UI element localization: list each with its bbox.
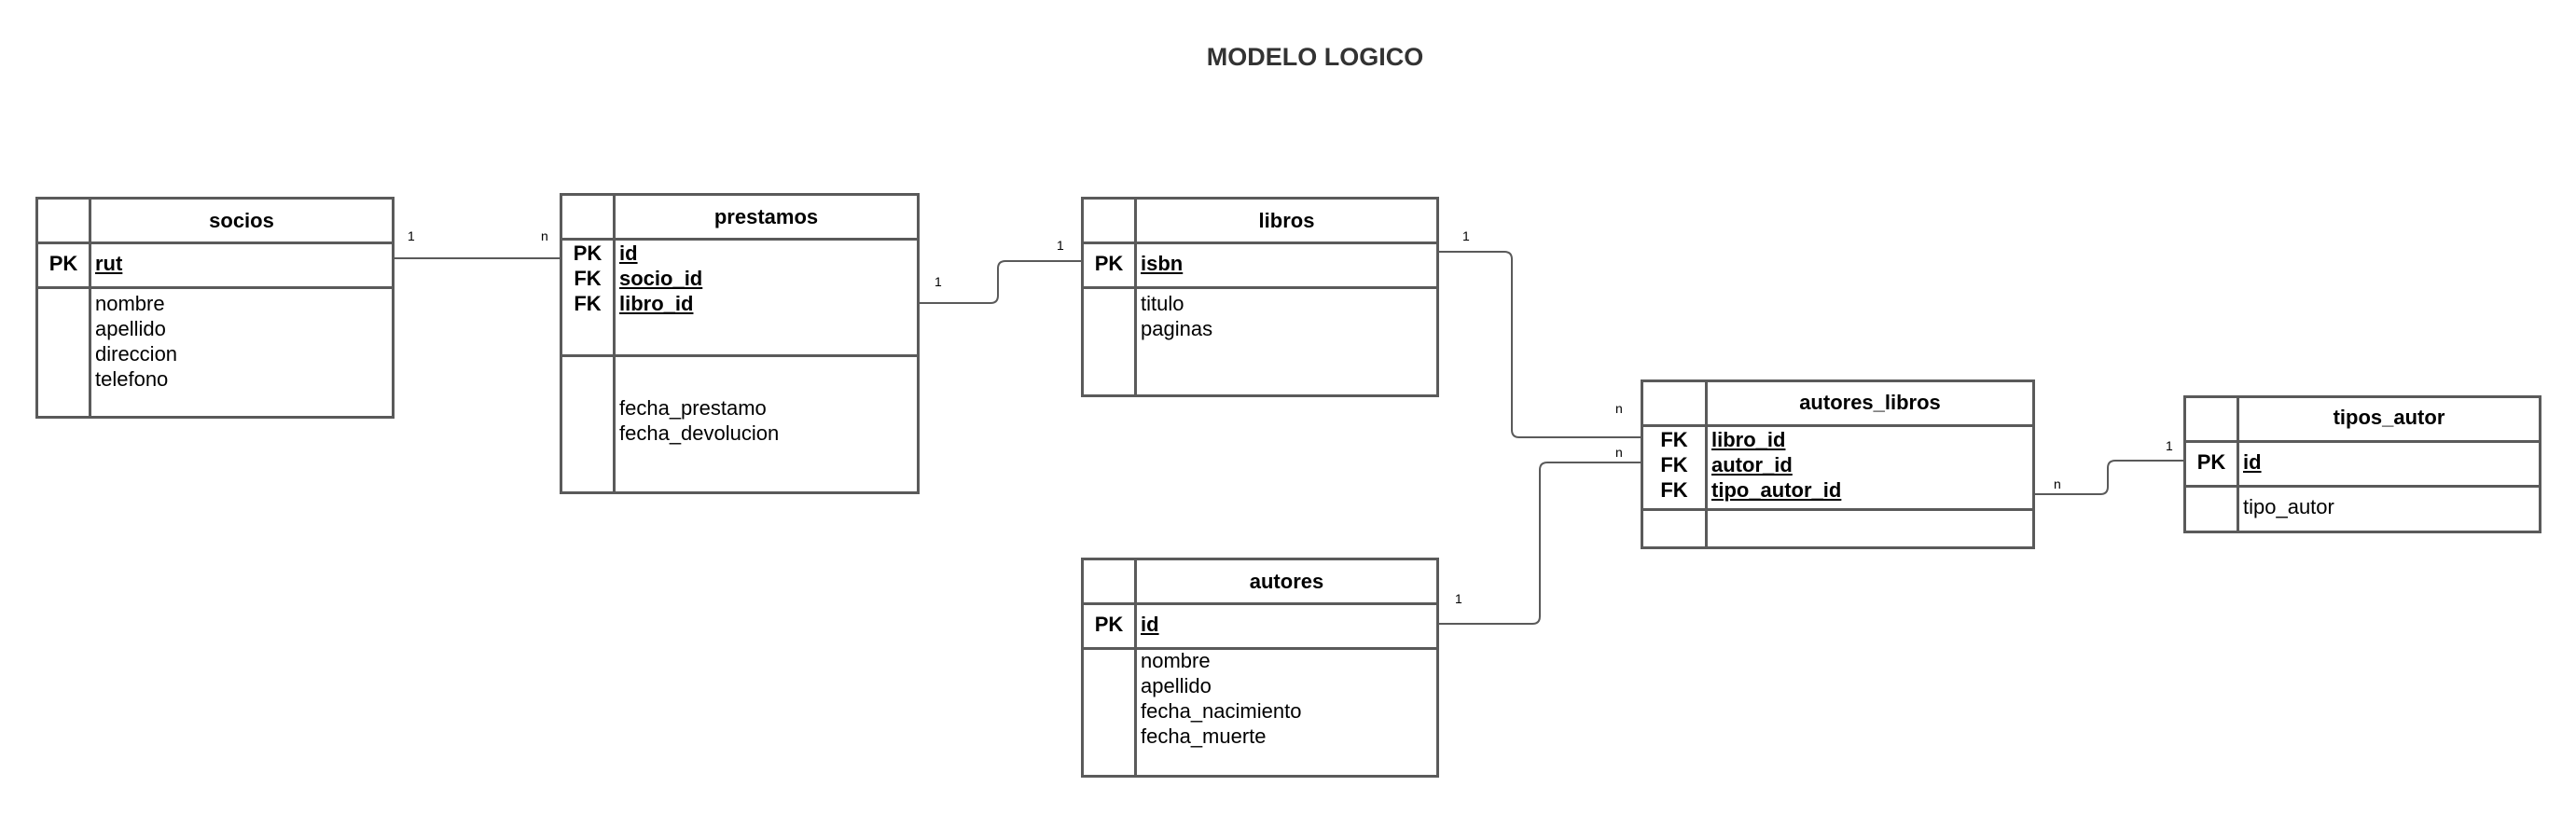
- key-field: id: [2243, 450, 2262, 474]
- attribute-list: nombre apellido fecha_nacimiento fecha_m…: [1141, 648, 1301, 749]
- cardinality-label: 1: [935, 274, 942, 289]
- key-types: PK: [1094, 252, 1124, 275]
- cardinality-label: n: [541, 228, 548, 243]
- entity-autores[interactable]: autores PK id nombre apellido fecha_naci…: [1081, 558, 1439, 778]
- attribute: paginas: [1141, 317, 1213, 340]
- cardinality-label: 1: [1462, 228, 1470, 243]
- entity-autores-libros[interactable]: autores_libros FK FK FK libro_id autor_i…: [1641, 379, 2035, 549]
- entity-name: prestamos: [713, 205, 819, 228]
- connector-autores-autores-libros: [1438, 462, 1641, 625]
- entity-libros[interactable]: libros PK isbn titulo paginas: [1081, 197, 1439, 397]
- diagram-title: MODELO LOGICO: [1206, 43, 1424, 71]
- connector-prestamos-libros: [919, 260, 1082, 304]
- key-fields: isbn: [1141, 251, 1183, 276]
- attribute-list: nombre apellido direccion telefono: [95, 291, 177, 392]
- connector-libros-autores-libros: [1438, 251, 1641, 438]
- cardinality-label: n: [2054, 476, 2061, 491]
- cardinality-label: n: [1615, 445, 1623, 460]
- attribute: tipo_autor: [2243, 495, 2334, 518]
- key-fields: libro_id autor_id tipo_autor_id: [1711, 427, 1841, 503]
- key-field: libro_id: [619, 292, 694, 315]
- key-field: isbn: [1141, 252, 1184, 275]
- attribute: fecha_devolucion: [619, 421, 780, 445]
- key-types: PK FK FK: [573, 241, 602, 315]
- key-types: FK FK FK: [1660, 428, 1688, 502]
- attribute-list: titulo paginas: [1141, 291, 1212, 341]
- attribute: nombre: [1141, 649, 1211, 672]
- connector-autores-libros-tipos-autor: [2034, 460, 2184, 495]
- key-field: id: [1141, 613, 1159, 636]
- key-field: tipo_autor_id: [1711, 478, 1842, 502]
- key-fields: id: [1141, 612, 1159, 637]
- entity-name: socios: [209, 209, 274, 232]
- cardinality-label: 1: [408, 228, 415, 243]
- cardinality-label: 1: [2166, 438, 2173, 453]
- key-field: socio_id: [619, 267, 703, 290]
- key-field: libro_id: [1711, 428, 1786, 451]
- cardinality-label: 1: [1455, 591, 1462, 606]
- attribute-list: fecha_prestamo fecha_devolucion: [619, 395, 779, 446]
- entity-tipos-autor[interactable]: tipos_autor PK id tipo_autor: [2183, 395, 2541, 533]
- key-fields: id socio_id libro_id: [619, 241, 702, 316]
- attribute: fecha_nacimiento: [1141, 699, 1302, 723]
- entity-name: tipos_autor: [2333, 406, 2445, 429]
- entity-socios[interactable]: socios PK rut nombre apellido direccion …: [35, 197, 395, 419]
- cardinality-label: n: [1615, 401, 1623, 416]
- entity-name: autores_libros: [1799, 391, 1941, 414]
- attribute: fecha_prestamo: [619, 396, 767, 420]
- entity-name: autores: [1249, 570, 1324, 593]
- entity-name: libros: [1258, 209, 1315, 232]
- key-types: PK: [2196, 450, 2226, 474]
- attribute-list: tipo_autor: [2243, 494, 2334, 519]
- attribute: fecha_muerte: [1141, 724, 1267, 748]
- attribute: apellido: [95, 317, 166, 340]
- key-field: rut: [95, 252, 123, 275]
- key-fields: rut: [95, 251, 122, 276]
- key-field: id: [619, 241, 638, 265]
- attribute: direccion: [95, 342, 178, 366]
- cardinality-label: 1: [1057, 238, 1064, 253]
- attribute: apellido: [1141, 674, 1212, 697]
- key-fields: id: [2243, 449, 2262, 475]
- key-field: autor_id: [1711, 453, 1793, 476]
- key-types: PK: [48, 252, 78, 275]
- attribute: telefono: [95, 367, 169, 391]
- entity-prestamos[interactable]: prestamos PK FK FK id socio_id libro_id …: [560, 193, 920, 494]
- key-types: PK: [1094, 613, 1124, 636]
- attribute: nombre: [95, 292, 165, 315]
- attribute: titulo: [1141, 292, 1184, 315]
